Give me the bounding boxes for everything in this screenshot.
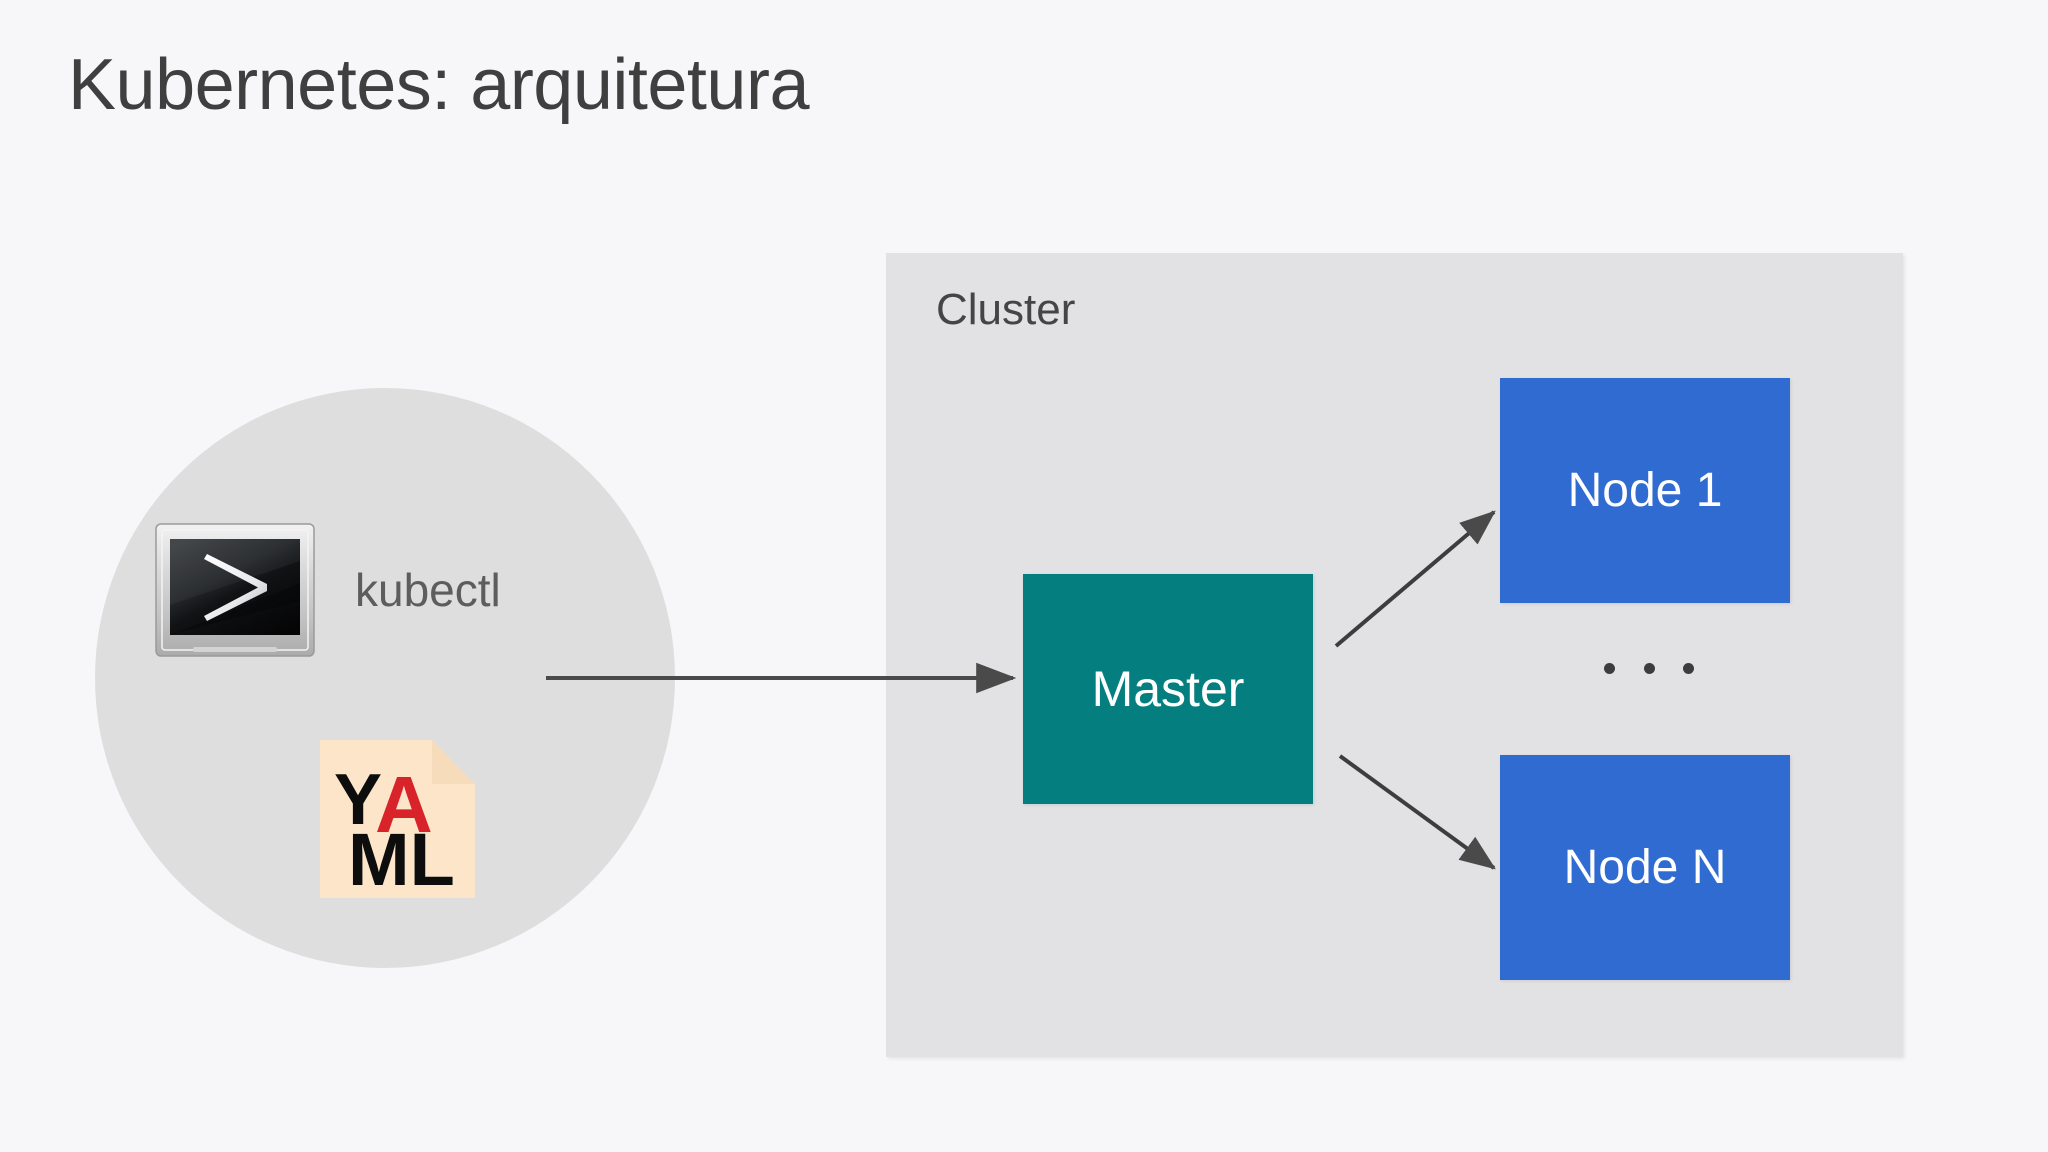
ellipsis-dot — [1643, 662, 1655, 674]
nodes-ellipsis — [1604, 648, 1694, 688]
ellipsis-dot — [1683, 662, 1694, 674]
node-n-label: Node N — [1563, 841, 1727, 894]
ellipsis-dot — [1604, 662, 1615, 674]
node-n-box[interactable]: Node N — [1500, 755, 1790, 980]
svg-text:ML: ML — [348, 818, 455, 898]
cluster-label: Cluster — [936, 285, 1076, 334]
page-title: Kubernetes: arquitetura — [68, 45, 809, 125]
master-label: Master — [1091, 661, 1245, 717]
svg-text:Y: Y — [334, 760, 382, 840]
node-1-label: Node 1 — [1567, 464, 1723, 517]
master-box[interactable]: Master — [1023, 574, 1313, 804]
terminal-icon — [155, 523, 315, 657]
yaml-file-icon: Y A ML — [320, 740, 475, 901]
node-1-box[interactable]: Node 1 — [1500, 378, 1790, 603]
kubectl-label: kubectl — [355, 564, 501, 616]
svg-text:A: A — [375, 760, 433, 849]
